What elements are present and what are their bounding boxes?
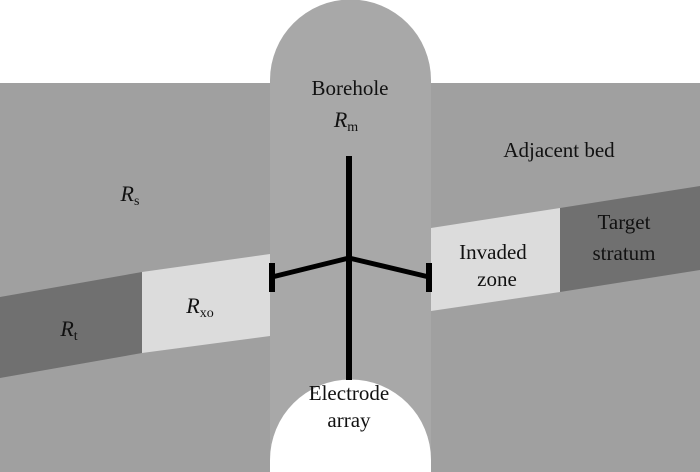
electrode-array-label-line1: Electrode [309,381,389,405]
electrode-arm-left [271,255,350,280]
target-stratum-right [560,186,700,292]
rt-label-sub: t [74,329,78,344]
rs-label-sub: s [134,194,139,209]
electrode-array-label-line2: array [327,408,371,432]
rxo-label-main: R [185,293,200,318]
borehole-label: Borehole [312,76,389,100]
rxo-label: Rxo [185,293,213,321]
rs-label: Rs [120,181,140,209]
rm-label: Rm [333,107,358,135]
target-stratum-label-line2: stratum [593,241,656,265]
rs-label-main: R [120,181,135,206]
invaded-zone-label-line2: zone [477,267,517,291]
rm-label-main: R [333,107,348,132]
rt-label: Rt [59,316,77,344]
borehole-bottom-cavity [270,379,431,472]
adjacent-bed-label: Adjacent bed [503,138,615,162]
invaded-zone-label-line1: Invaded [459,240,527,264]
invaded-zone-right [431,208,560,311]
electrode-array [269,156,432,380]
rm-label-sub: m [347,120,358,135]
rxo-label-sub: xo [200,306,214,321]
target-stratum-label-line1: Target [598,210,651,234]
rt-label-main: R [59,316,74,341]
target-stratum-left [0,272,142,378]
electrode-arm-right [348,255,430,280]
invaded-zone-left [142,254,270,353]
